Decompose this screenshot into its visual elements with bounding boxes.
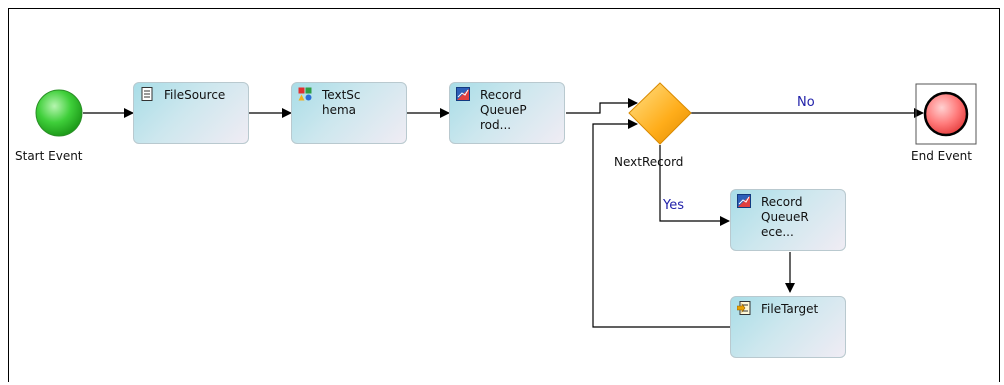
gateway-label: NextRecord bbox=[614, 155, 684, 169]
queue-chart-icon bbox=[737, 194, 751, 208]
start-event-label: Start Event bbox=[15, 149, 83, 163]
task-queue-receiver-label: Record QueueR ece... bbox=[761, 195, 809, 239]
schema-shapes-icon bbox=[298, 87, 312, 101]
edge-label-yes: Yes bbox=[663, 198, 684, 213]
task-queue-receiver[interactable]: Record QueueR ece... bbox=[730, 189, 846, 251]
task-queue-producer[interactable]: Record QueueP rod... bbox=[449, 82, 565, 144]
end-event-selection-box bbox=[915, 83, 977, 145]
next-record-gateway-diamond[interactable] bbox=[628, 82, 692, 145]
task-text-schema-label: TextSc hema bbox=[322, 88, 361, 117]
end-event-circle[interactable] bbox=[923, 91, 969, 137]
edge-yes-gateway-to-receiver[interactable] bbox=[659, 145, 730, 226]
task-file-source-label: FileSource bbox=[164, 88, 226, 102]
end-event-label: End Event bbox=[911, 149, 972, 163]
task-text-schema[interactable]: TextSc hema bbox=[291, 82, 407, 144]
task-file-target-label: FileTarget bbox=[761, 302, 819, 316]
edge-label-no: No bbox=[797, 95, 815, 110]
diagram-frame bbox=[8, 8, 1000, 382]
start-event-circle[interactable] bbox=[35, 89, 83, 137]
task-queue-producer-label: Record QueueP rod... bbox=[480, 88, 527, 132]
file-target-icon bbox=[737, 301, 751, 315]
task-file-source[interactable]: FileSource bbox=[133, 82, 249, 144]
edge-filetarget-loop-to-gateway[interactable] bbox=[592, 119, 730, 328]
edge-producer-to-gateway[interactable] bbox=[566, 98, 638, 114]
task-file-target[interactable]: FileTarget bbox=[730, 296, 846, 358]
queue-chart-icon bbox=[456, 87, 470, 101]
document-icon bbox=[141, 87, 153, 101]
